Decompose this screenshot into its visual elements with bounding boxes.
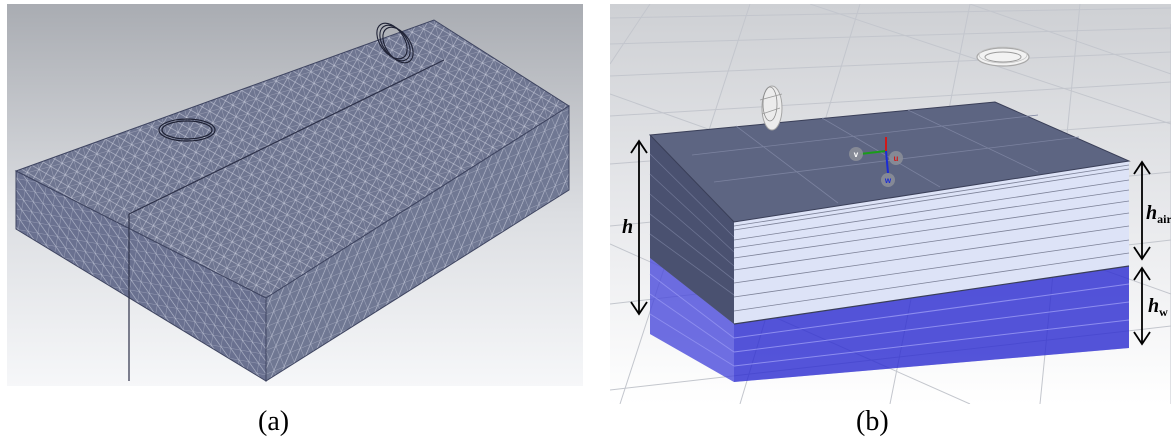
axis-v-icon bbox=[849, 147, 863, 161]
top-seam-line bbox=[128, 59, 445, 215]
panel-b-caption: (b) bbox=[856, 406, 889, 437]
dimension-arrow-h-air bbox=[1133, 160, 1151, 261]
height-label: h bbox=[622, 216, 633, 238]
air-height-label: hair bbox=[1146, 202, 1171, 226]
axis-u-icon bbox=[889, 151, 903, 165]
dimension-arrow-h bbox=[630, 139, 648, 316]
coil-loop-icon bbox=[376, 22, 414, 64]
slab-bottom-edge bbox=[733, 265, 1130, 325]
layered-model-panel: v u w h hair hw bbox=[610, 4, 1171, 404]
coil-loop-icon bbox=[158, 118, 216, 142]
panel-a-caption: (a) bbox=[258, 406, 290, 437]
air-layer-lines bbox=[733, 164, 1130, 312]
mesh-box-figure bbox=[7, 4, 583, 386]
axis-u-label: u bbox=[894, 154, 899, 163]
mesh-box-panel bbox=[7, 4, 583, 386]
layered-model-figure: v u w h hair hw bbox=[610, 4, 1171, 404]
dimension-arrow-h-w bbox=[1133, 266, 1151, 346]
coil-stack-icon bbox=[759, 85, 783, 131]
axis-w-icon bbox=[881, 173, 895, 187]
water-height-label: hw bbox=[1148, 295, 1168, 319]
axis-w-label: w bbox=[884, 176, 892, 185]
slab-top-face bbox=[648, 101, 1131, 223]
local-axes-gizmo: v u w bbox=[849, 137, 903, 187]
coil-ring-icon bbox=[976, 46, 1030, 67]
axis-v-label: v bbox=[854, 150, 859, 159]
slab-left-layer-lines bbox=[649, 153, 735, 296]
air-layers-front bbox=[734, 161, 1129, 324]
